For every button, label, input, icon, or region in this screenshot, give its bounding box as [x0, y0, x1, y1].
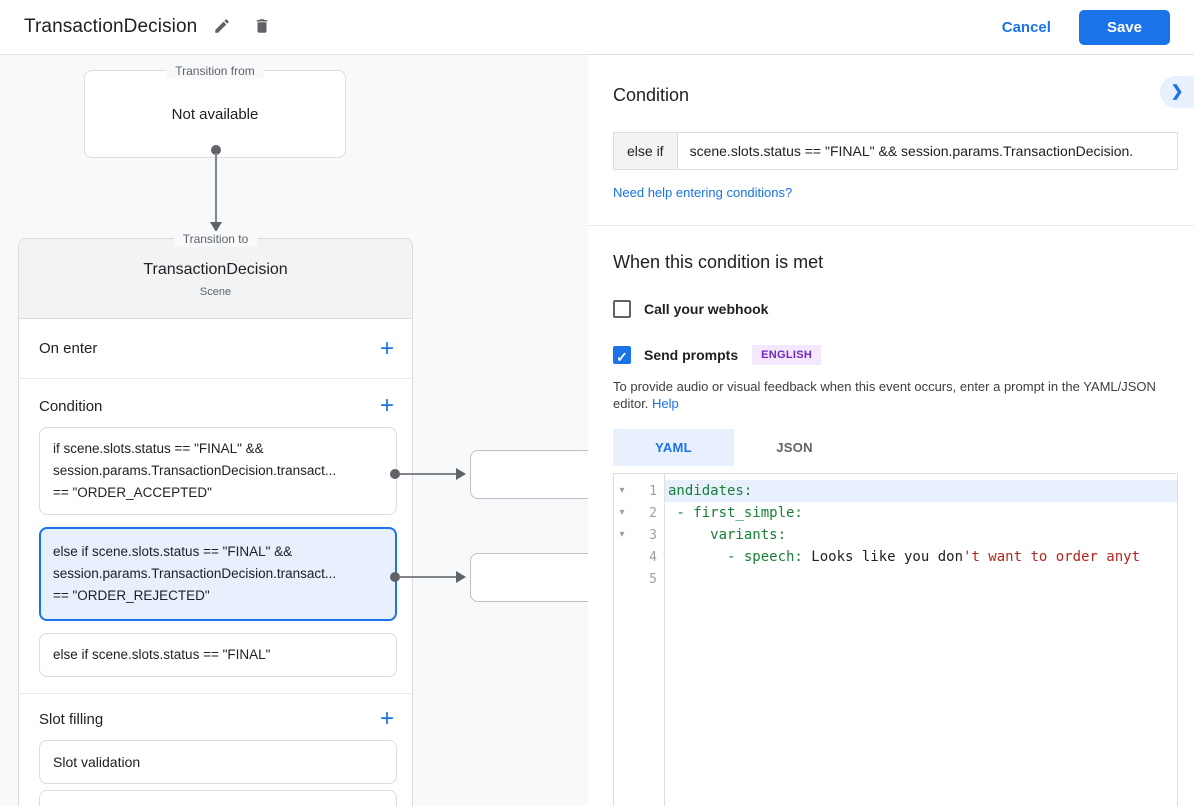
tab-json[interactable]: JSON	[776, 440, 813, 455]
slot-card-partial[interactable]	[39, 790, 397, 806]
transition-from-node[interactable]: Transition from Not available	[84, 63, 346, 158]
prompt-hint-text: To provide audio or visual feedback when…	[613, 379, 1156, 411]
condition-section-header: Condition +	[19, 379, 412, 427]
scene-node-title: TransactionDecision	[143, 261, 288, 278]
code-line: andidates:	[665, 480, 1177, 502]
line-number: 5	[649, 571, 657, 587]
fold-toggle-icon[interactable]: ▾	[619, 485, 625, 496]
panel-divider	[588, 225, 1194, 226]
add-condition-button[interactable]: +	[379, 392, 394, 419]
delete-scene-button[interactable]	[247, 11, 277, 44]
condition-panel-title: Condition	[613, 85, 690, 105]
yaml-code-editor[interactable]: ▾ 1 ▾ 2 ▾ 3 4 5 andidates: - first_simple: …	[613, 473, 1178, 806]
cancel-button[interactable]: Cancel	[1001, 18, 1051, 36]
fold-toggle-icon[interactable]: ▾	[619, 529, 625, 540]
condition-card-line: if scene.slots.status == "FINAL" &&	[53, 441, 264, 456]
webhook-label: Call your webhook	[644, 301, 769, 317]
line-number: 4	[649, 549, 657, 565]
condition-help-link[interactable]: Need help entering conditions?	[613, 185, 793, 200]
condition-card-line: session.params.TransactionDecision.trans…	[53, 566, 337, 581]
page-title: TransactionDecision	[24, 16, 198, 37]
language-badge: ENGLISH	[752, 345, 822, 365]
on-enter-label: On enter	[39, 340, 98, 357]
condition-card-rejected-selected[interactable]: else if scene.slots.status == "FINAL" &&…	[39, 527, 397, 621]
transition-from-content: Not available	[171, 105, 259, 123]
collapse-panel-button[interactable]: ❯	[1160, 76, 1194, 108]
condition-card-line: session.params.TransactionDecision.trans…	[53, 463, 337, 478]
condition-card-final[interactable]: else if scene.slots.status == "FINAL"	[39, 633, 397, 677]
tab-yaml[interactable]: YAML	[613, 429, 734, 466]
transition-to-legend: Transition to	[173, 231, 258, 247]
connector-dot	[390, 469, 400, 479]
pencil-icon	[213, 17, 231, 38]
condition-type-label: else if	[613, 132, 678, 170]
on-enter-section: On enter +	[19, 319, 412, 379]
connector-dot	[390, 572, 400, 582]
condition-section-label: Condition	[39, 397, 103, 415]
slot-filling-label: Slot filling	[39, 710, 104, 728]
header: TransactionDecision Cancel Save	[0, 0, 1194, 55]
slot-filling-section-header: Slot filling +	[19, 694, 412, 740]
webhook-checkbox[interactable]	[613, 300, 631, 318]
condition-expression-input[interactable]	[676, 132, 1178, 170]
editor-gutter: ▾ 1 ▾ 2 ▾ 3 4 5	[614, 474, 665, 806]
send-prompts-label: Send prompts	[644, 347, 739, 363]
scene-flow-canvas: Transition from Not available Transition…	[0, 55, 588, 806]
save-button[interactable]: Save	[1078, 9, 1170, 45]
when-condition-met-title: When this condition is met	[613, 252, 824, 272]
help-link[interactable]: Help	[652, 396, 679, 411]
arrow-right-icon	[456, 571, 466, 583]
transition-from-legend: Transition from	[166, 63, 264, 79]
transition-to-node: Transition to TransactionDecision Scene …	[18, 231, 413, 806]
prompt-hint: To provide audio or visual feedback when…	[613, 378, 1178, 412]
code-line	[665, 568, 1177, 590]
arrow-right-icon	[456, 468, 466, 480]
add-slot-button[interactable]: +	[379, 705, 394, 732]
condition-card-line: else if scene.slots.status == "FINAL" &&	[53, 544, 293, 559]
connector-line	[400, 576, 458, 578]
connector-dot	[211, 145, 221, 155]
fold-toggle-icon[interactable]: ▾	[619, 507, 625, 518]
condition-card-accepted[interactable]: if scene.slots.status == "FINAL" && sess…	[39, 427, 397, 515]
transition-target-box[interactable]	[470, 553, 588, 602]
connector-line	[215, 153, 217, 223]
condition-card-line: == "ORDER_ACCEPTED"	[53, 485, 212, 500]
scene-node-header[interactable]: TransactionDecision Scene	[19, 239, 412, 319]
trash-icon	[253, 17, 271, 38]
editor-format-tabs: YAML JSON	[613, 429, 1178, 466]
code-line: - first_simple:	[668, 505, 803, 521]
condition-card-line: == "ORDER_REJECTED"	[53, 588, 210, 603]
line-number: 3	[649, 527, 657, 543]
line-number: 2	[649, 505, 657, 521]
line-number: 1	[649, 483, 657, 499]
arrow-down-icon	[210, 222, 222, 232]
code-line: - speech: Looks like you don't want to o…	[668, 549, 1141, 565]
scene-node-subtitle: Scene	[199, 286, 232, 298]
edit-scene-button[interactable]	[207, 11, 237, 44]
add-on-enter-button[interactable]: +	[379, 334, 394, 362]
send-prompts-checkbox[interactable]: ✓	[613, 346, 631, 365]
condition-editor-panel: Condition ❯ else if Need help entering c…	[588, 55, 1194, 806]
slot-validation-card[interactable]: Slot validation	[39, 740, 397, 784]
section-divider	[19, 693, 412, 694]
editor-code-area[interactable]: andidates: - first_simple: variants: - s…	[665, 474, 1177, 806]
chevron-right-icon: ❯	[1170, 83, 1184, 100]
connector-line	[400, 473, 458, 475]
transition-target-box[interactable]	[470, 450, 588, 499]
condition-card-line: else if scene.slots.status == "FINAL"	[53, 647, 271, 662]
code-line: variants:	[668, 527, 787, 543]
